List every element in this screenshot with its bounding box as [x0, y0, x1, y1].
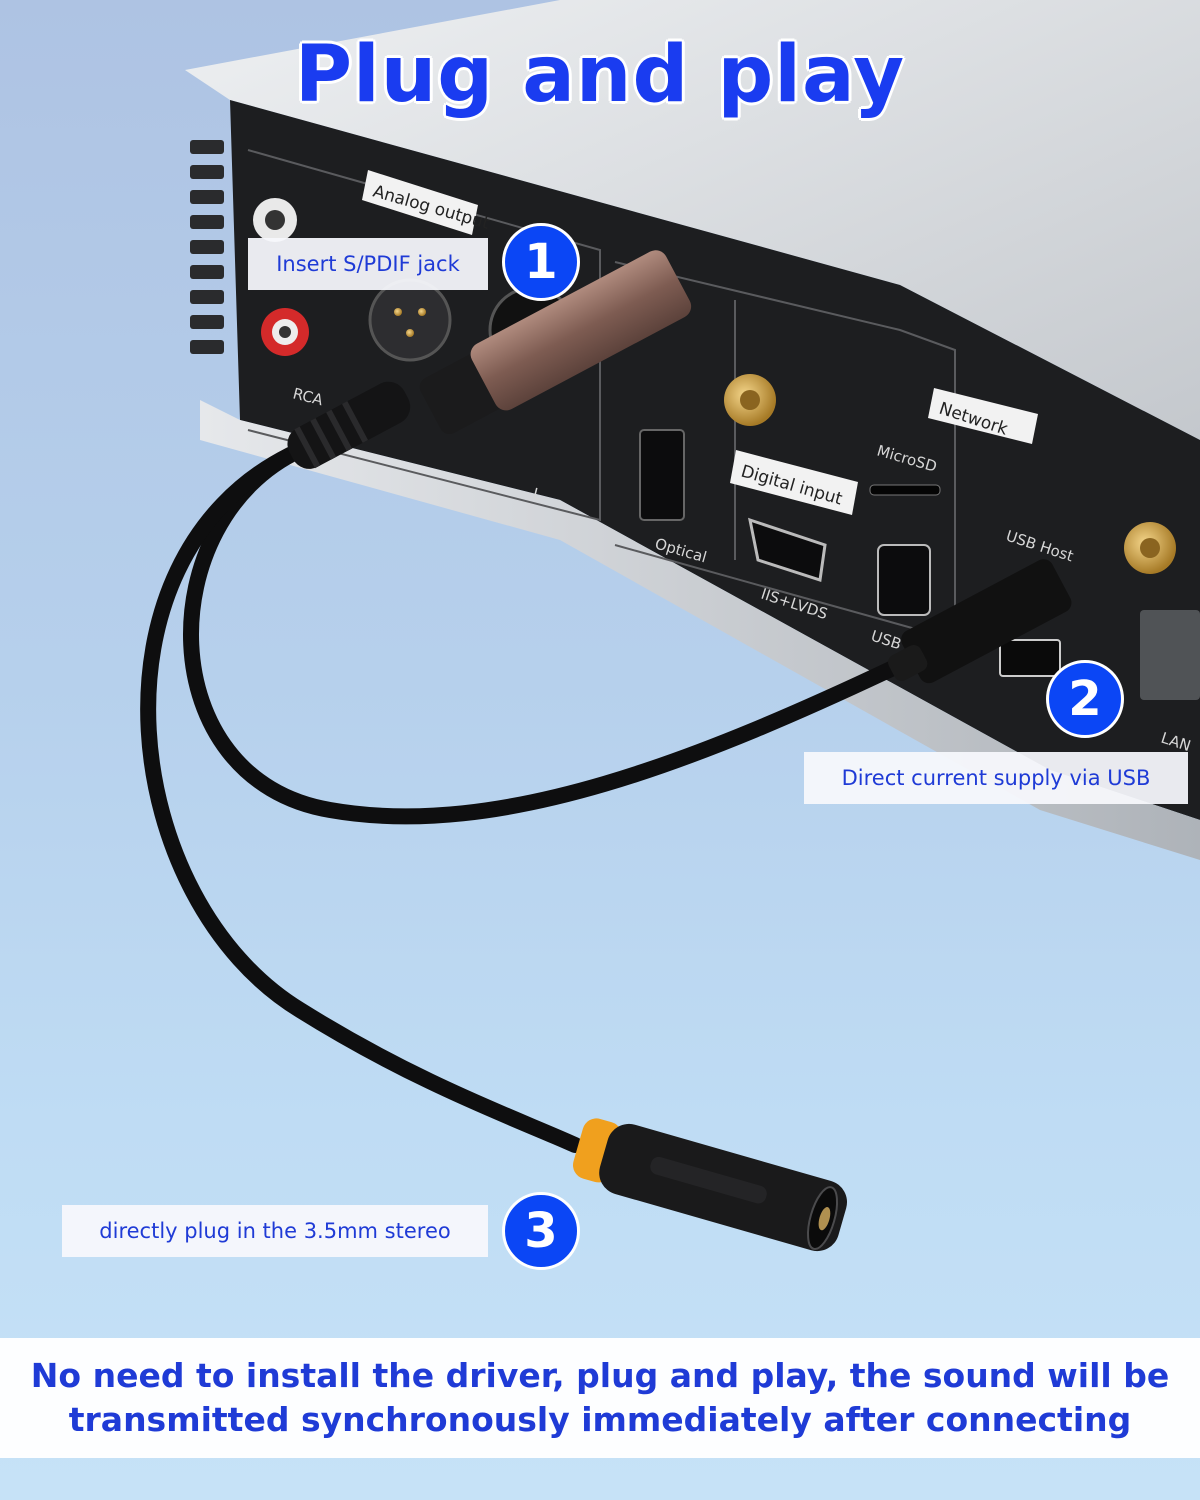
callout-step-1: Insert S/PDIF jack: [248, 238, 488, 290]
callout-step-2: Direct current supply via USB: [804, 752, 1188, 804]
callout-step-3: directly plug in the 3.5mm stereo: [62, 1205, 488, 1257]
step-1-badge: 1: [502, 223, 580, 301]
spdif-plug: [419, 250, 692, 435]
step-3-badge: 3: [502, 1192, 580, 1270]
page-title: Plug and play: [294, 30, 906, 120]
step-2-badge: 2: [1046, 660, 1124, 738]
stereo-jack: [572, 1118, 848, 1252]
footer-banner: No need to install the driver, plug and …: [0, 1338, 1200, 1458]
usb-plug: [888, 559, 1072, 684]
adapter-cable: [140, 250, 1072, 1252]
footer-text: No need to install the driver, plug and …: [30, 1356, 1170, 1439]
